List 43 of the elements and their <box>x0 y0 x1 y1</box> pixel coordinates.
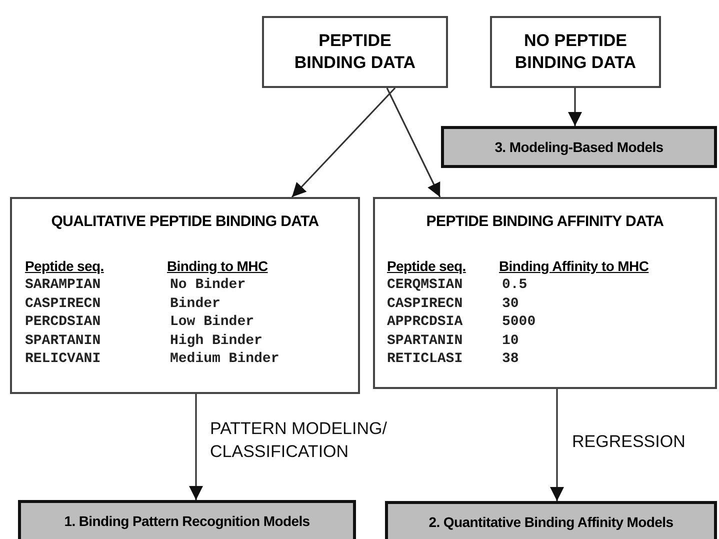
table-cell-text: CASPIRECN <box>387 294 464 313</box>
arrow <box>386 88 441 198</box>
box-label: 2. Quantitative Binding Affinity Models <box>428 514 674 530</box>
table-cell-text: APPRCDSIA <box>387 313 464 332</box>
arrow <box>568 88 582 126</box>
box-label: 1. Binding Pattern Recognition Models <box>64 513 310 529</box>
column-header: Binding Affinity to MHC <box>499 257 649 276</box>
table-cell-text: SPARTANIN <box>25 332 102 350</box>
arrow <box>291 87 396 198</box>
process-box <box>262 16 448 88</box>
table-cell-text: SPARTANIN <box>387 332 464 350</box>
table-cell-text: No Binder <box>169 276 247 294</box>
arrow <box>189 394 203 500</box>
data-table-box <box>373 197 717 389</box>
model-box <box>385 501 717 539</box>
table-cell-text: CASPIRECN <box>25 294 102 313</box>
table-cell-text: Low Binder <box>169 313 256 332</box>
column-header: Peptide seq. <box>387 257 467 276</box>
box-label: 3. Modeling-Based Models <box>494 139 664 155</box>
table-cell-text: RELICVANI <box>25 350 102 368</box>
table-title: QUALITATIVE PEPTIDE BINDING DATA <box>50 213 320 230</box>
column-header: Binding to MHC <box>167 257 269 276</box>
arrow <box>550 389 564 501</box>
table-cell-text: Medium Binder <box>169 350 280 368</box>
table-cell-text: SARAMPIAN <box>25 276 102 294</box>
table-cell-text: RETICLASI <box>387 350 464 368</box>
process-box <box>490 16 661 88</box>
table-cell-text: PERCDSIAN <box>25 313 102 332</box>
table-cell-text: 10 <box>501 332 520 350</box>
table-cell-text: Binder <box>169 294 222 313</box>
table-title: PEPTIDE BINDING AFFINITY DATA <box>425 213 665 230</box>
model-box <box>18 500 356 539</box>
box-label: PEPTIDE BINDING DATA <box>293 30 417 74</box>
table-cell-text: CERQMSIAN <box>387 276 464 294</box>
table-cell-text: 5000 <box>501 313 537 332</box>
table-cell-text: 38 <box>501 350 520 368</box>
model-box <box>441 126 717 168</box>
column-header: Peptide seq. <box>25 257 105 276</box>
table-cell-text: 30 <box>501 294 520 313</box>
table-cell-text: 0.5 <box>501 276 528 294</box>
table-cell-text: High Binder <box>169 332 264 350</box>
box-label: NO PEPTIDE BINDING DATA <box>514 30 638 74</box>
data-table-box <box>10 197 360 394</box>
